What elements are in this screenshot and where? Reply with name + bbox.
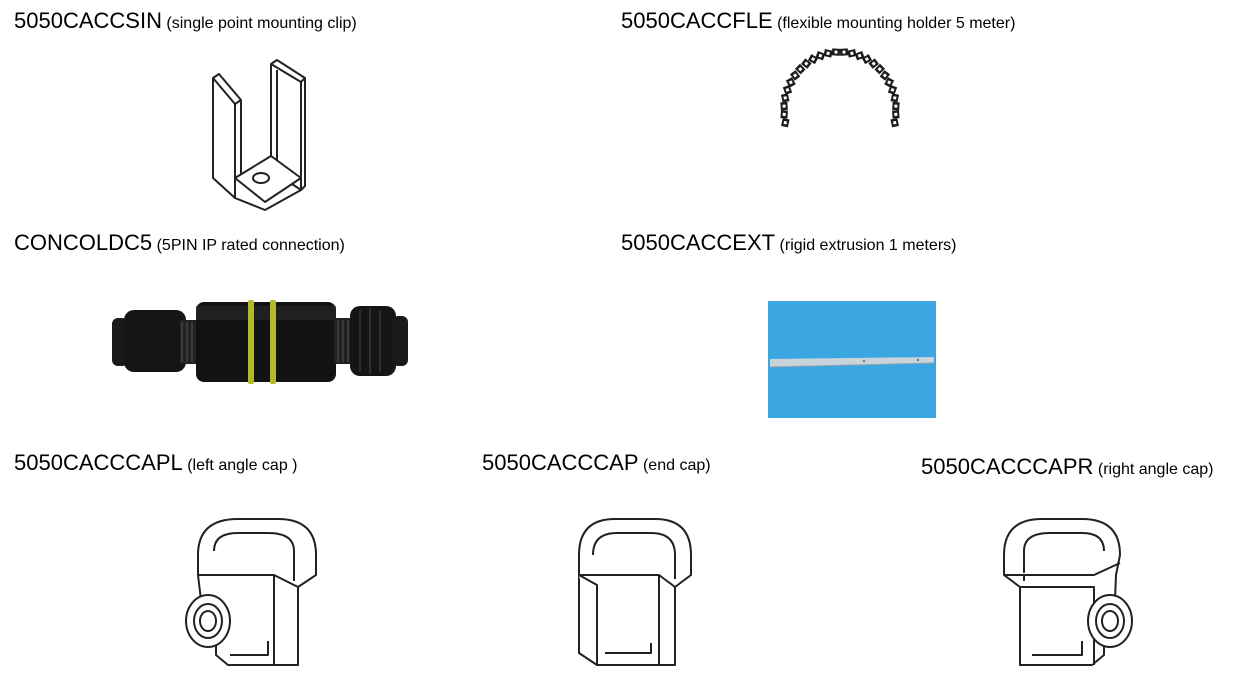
product-code: 5050CACCFLE: [621, 8, 773, 33]
caption-5050cacccap: 5050CACCCAP (end cap): [482, 452, 711, 474]
rigid-extrusion-image: [768, 301, 936, 418]
caption-5050caccfle: 5050CACCFLE (flexible mounting holder 5 …: [621, 10, 1015, 32]
left-angle-cap-image: [178, 515, 323, 670]
product-code: 5050CACCCAPR: [921, 454, 1094, 479]
caption-5050cacccapr: 5050CACCCAPR (right angle cap): [921, 456, 1213, 478]
mounting-clip-image: [205, 59, 310, 211]
product-code: CONCOLDC5: [14, 230, 153, 255]
product-description: (right angle cap): [1097, 461, 1214, 478]
product-code: 5050CACCEXT: [621, 230, 776, 255]
product-description: (end cap): [642, 457, 711, 474]
caption-5050cacccapl: 5050CACCCAPL (left angle cap ): [14, 452, 297, 474]
connector-image: [110, 296, 410, 386]
end-cap-image: [575, 515, 695, 670]
caption-5050caccext: 5050CACCEXT (rigid extrusion 1 meters): [621, 232, 956, 254]
product-description: (rigid extrusion 1 meters): [779, 237, 957, 254]
product-code: 5050CACCCAPL: [14, 450, 183, 475]
caption-5050caccsin: 5050CACCSIN (single point mounting clip): [14, 10, 357, 32]
product-code: 5050CACCCAP: [482, 450, 639, 475]
product-description: (flexible mounting holder 5 meter): [777, 15, 1016, 32]
product-code: 5050CACCSIN: [14, 8, 162, 33]
caption-concoldc5: CONCOLDC5 (5PIN IP rated connection): [14, 232, 345, 254]
product-description: (left angle cap ): [187, 457, 298, 474]
right-angle-cap-image: [998, 515, 1143, 670]
flexible-holder-image: [770, 40, 910, 175]
product-description: (5PIN IP rated connection): [156, 237, 345, 254]
product-description: (single point mounting clip): [166, 15, 357, 32]
